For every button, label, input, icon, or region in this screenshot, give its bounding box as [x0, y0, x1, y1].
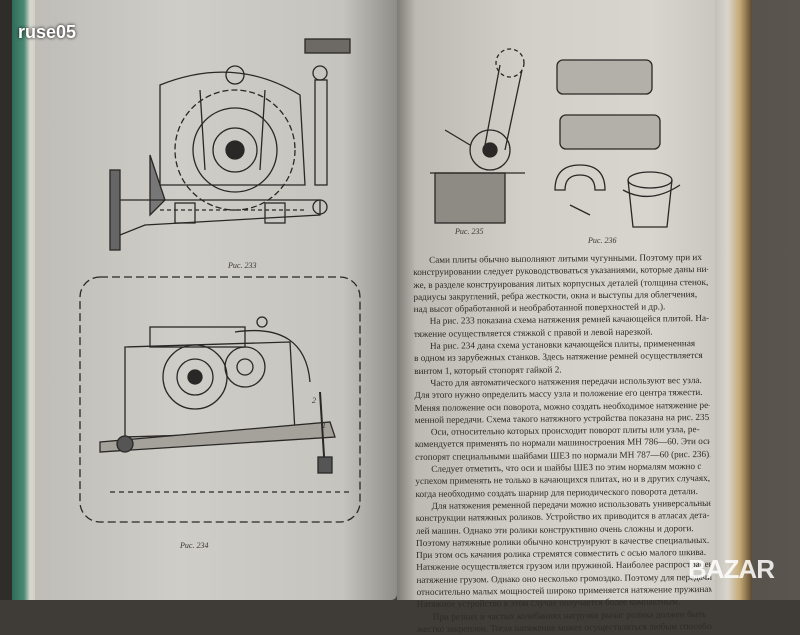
figure-235-drawing — [430, 48, 525, 224]
watermark-text: ruse05 — [18, 22, 77, 42]
figure-234-label-2: 2 — [312, 396, 316, 405]
text-line: жестко закреплен. Тогда натяжение может … — [416, 620, 712, 634]
figure-234-label-1: 1 — [322, 421, 326, 430]
figure-233-drawing — [109, 38, 351, 251]
figure-234-drawing — [79, 276, 361, 523]
book-page-edges-right — [712, 0, 752, 600]
left-page — [35, 0, 397, 600]
body-text: Сами плиты обычно выполняют литыми чугун… — [413, 251, 712, 635]
bazar-logo: BAZAR — [688, 554, 775, 584]
figure-234-caption: Рис. 234 — [180, 541, 209, 550]
figure-236-drawing — [554, 59, 681, 228]
figure-236-caption: Рис. 236 — [588, 236, 617, 245]
right-page — [397, 0, 715, 600]
figure-235-caption: Рис. 235 — [455, 227, 484, 236]
figure-233-caption: Рис. 233 — [228, 261, 257, 270]
